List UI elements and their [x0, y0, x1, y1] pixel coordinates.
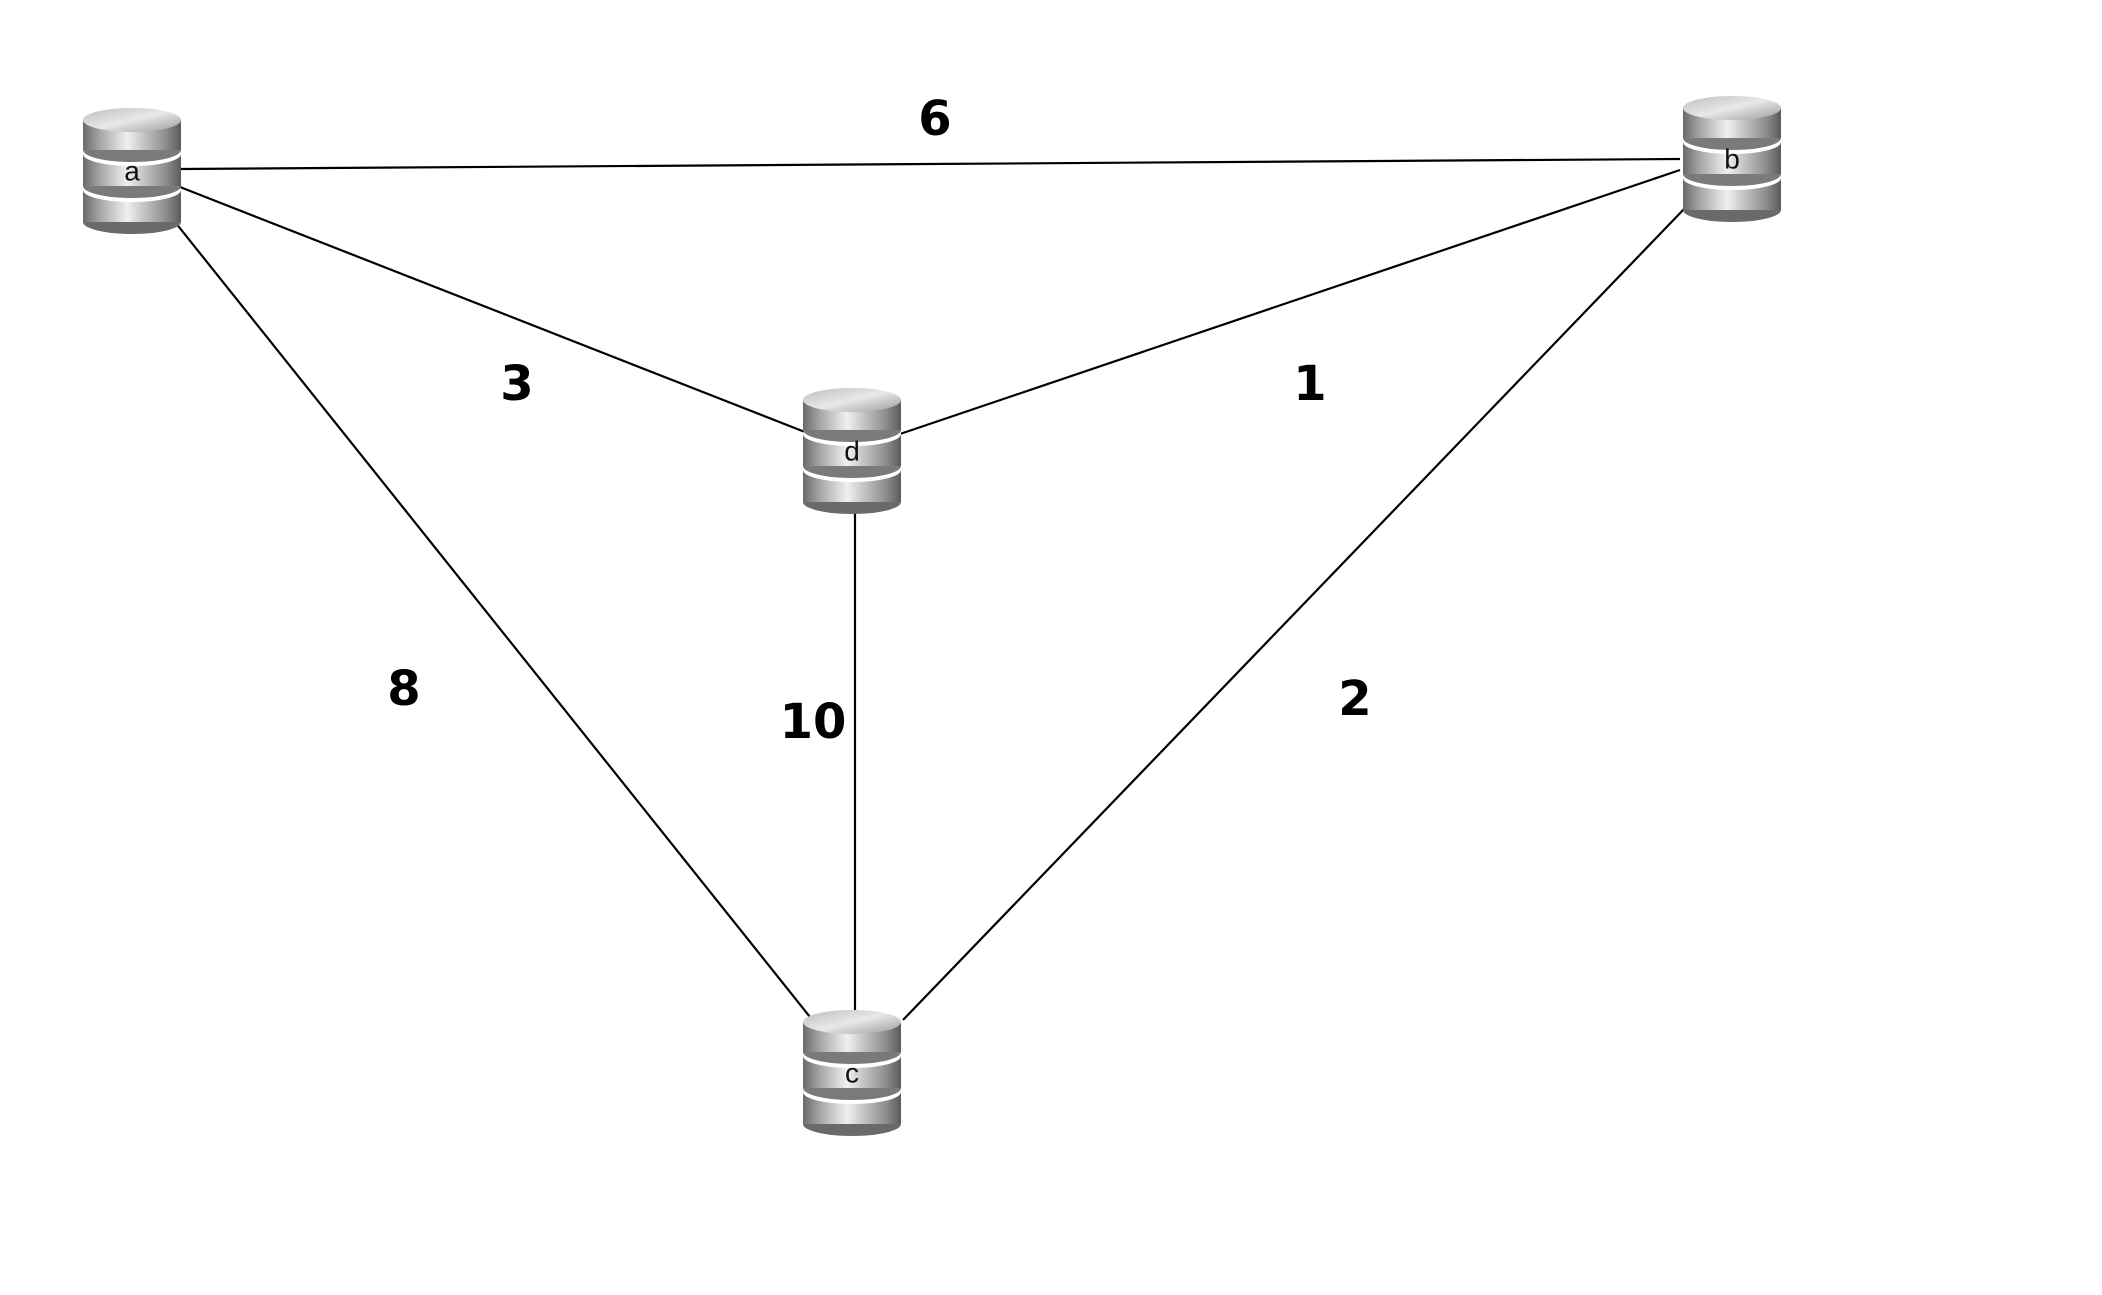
- edge-a-d: [179, 185, 811, 436]
- edge-weight-b-d: 1: [1293, 356, 1326, 412]
- database-icon: [83, 108, 181, 234]
- database-icon: [803, 1010, 901, 1136]
- edge-weight-a-b: 6: [918, 91, 951, 147]
- node-label-a: a: [124, 155, 140, 186]
- edge-a-b: [179, 157, 1681, 171]
- edge-weight-a-c: 8: [387, 661, 420, 717]
- edge-weight-d-c: 10: [780, 694, 847, 750]
- edge-weight-a-d: 3: [500, 356, 533, 412]
- node-b[interactable]: b: [1683, 96, 1781, 222]
- node-label-d: d: [844, 435, 860, 466]
- edge-a-c: [174, 221, 811, 1018]
- edge-weights: 6 3 1 8 10 2: [387, 91, 1371, 750]
- edge-b-c: [902, 207, 1686, 1021]
- edge-b-d: [899, 168, 1681, 436]
- database-icon: [1683, 96, 1781, 222]
- node-a[interactable]: a: [83, 108, 181, 234]
- edges: [174, 157, 1686, 1021]
- node-label-b: b: [1724, 143, 1740, 174]
- node-label-c: c: [845, 1057, 859, 1088]
- node-d[interactable]: d: [803, 388, 901, 514]
- edge-weight-b-c: 2: [1338, 671, 1371, 727]
- database-icon: [803, 388, 901, 514]
- node-c[interactable]: c: [803, 1010, 901, 1136]
